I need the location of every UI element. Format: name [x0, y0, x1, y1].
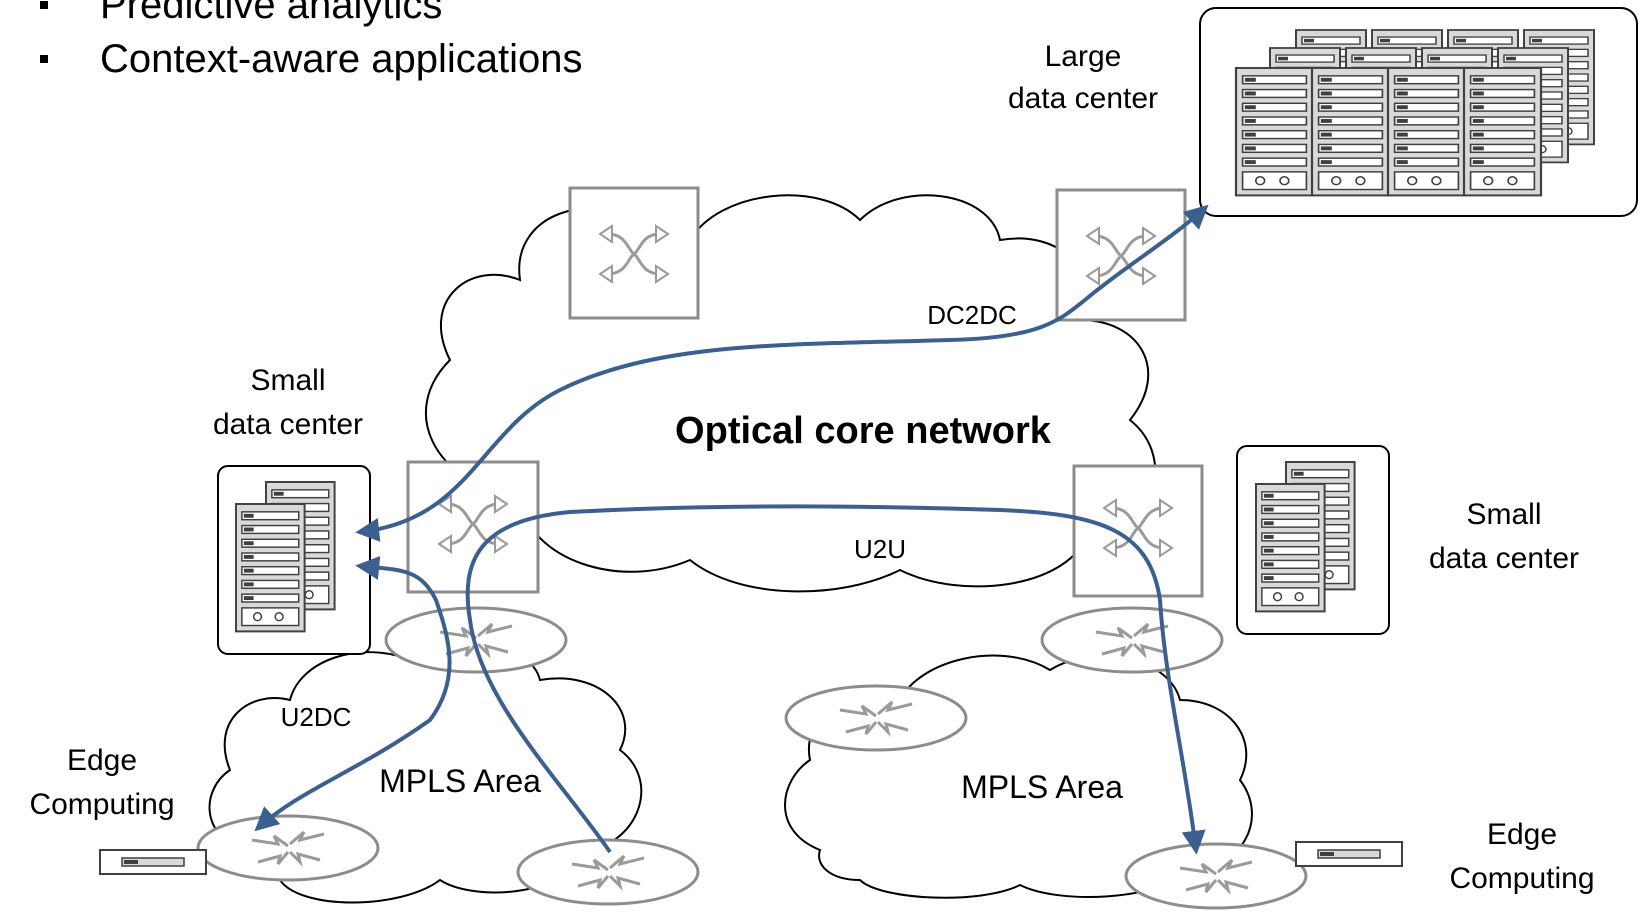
core-network-label: Optical core network [675, 410, 1052, 452]
edge-left-label-line1: Edge [67, 744, 137, 777]
small-dc-right-label-line2: data center [1429, 542, 1579, 575]
router-icon [1040, 606, 1224, 674]
u2dc-label: U2DC [281, 702, 352, 732]
optical-switch-icon [1055, 188, 1187, 322]
edge-left-label-line2: Computing [29, 788, 174, 821]
bullet-square-icon [40, 55, 48, 63]
mpls-right-label: MPLS Area [961, 769, 1123, 805]
large-data-center [1199, 7, 1638, 217]
edge-right-label-line2: Computing [1449, 862, 1594, 895]
server-rack-icon [1234, 29, 1595, 197]
router-icon [784, 684, 968, 752]
small-data-center-left [217, 465, 371, 655]
mpls-left-label: MPLS Area [379, 763, 541, 799]
small-dc-right-label-line1: Small [1466, 498, 1541, 531]
bullet-text: Context-aware applications [100, 37, 583, 81]
u2dc-flow-arrow [254, 555, 452, 832]
small-dc-left-label-line1: Small [250, 364, 325, 397]
bullet-list: Predictive analytics Context-aware appli… [40, 0, 582, 86]
router-icon [196, 814, 380, 882]
edge-computing-device-icon [1295, 841, 1403, 867]
optical-switch-icon [406, 460, 540, 594]
dc2dc-flow-arrow [355, 204, 1209, 542]
optical-switch-icon [568, 186, 700, 320]
bullet-text: Predictive analytics [100, 0, 443, 27]
small-dc-left-label-line2: data center [213, 408, 363, 441]
large-dc-label-line2: data center [1008, 82, 1158, 115]
small-data-center-right [1236, 445, 1390, 635]
edge-right-label-line1: Edge [1487, 818, 1557, 851]
large-dc-label-line1: Large [1045, 40, 1122, 73]
dc2dc-label: DC2DC [927, 300, 1017, 330]
router-icon [516, 838, 700, 906]
server-rack-icon [235, 481, 336, 633]
u2u-flow-arrow [465, 504, 1206, 855]
optical-switch-icon [1072, 464, 1204, 598]
edge-computing-device-icon [99, 849, 207, 875]
bullet-item: Predictive analytics [40, 0, 582, 32]
server-rack-icon [1255, 461, 1356, 613]
bullet-square-icon [40, 1, 48, 9]
u2u-label: U2U [854, 534, 906, 564]
bullet-item: Context-aware applications [40, 32, 582, 86]
router-icon [1124, 842, 1308, 910]
